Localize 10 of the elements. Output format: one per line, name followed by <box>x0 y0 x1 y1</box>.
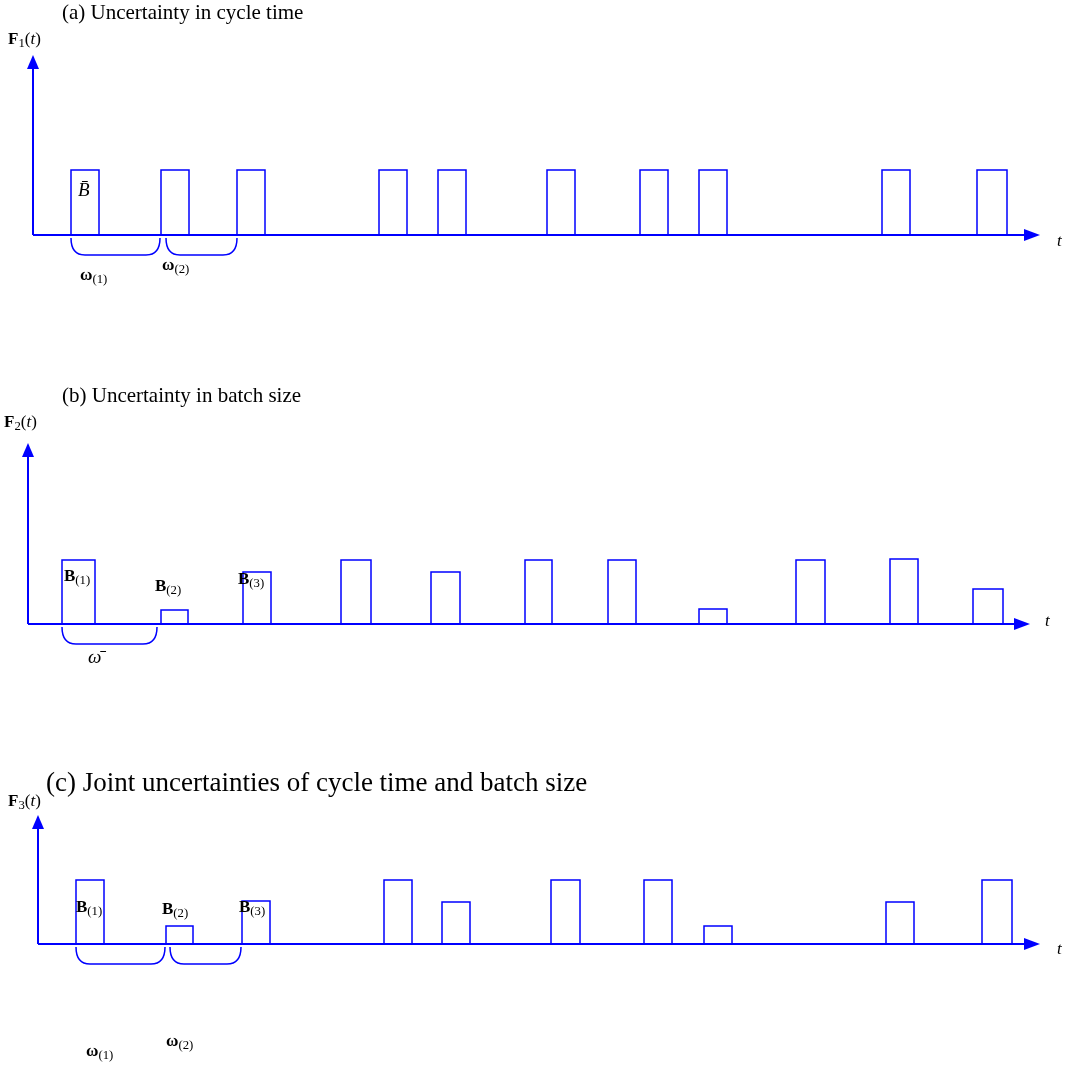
text-label: t <box>1057 940 1062 957</box>
text-label: (b) Uncertainty in batch size <box>62 385 302 406</box>
text-label: F$_{3}$(t) <box>8 792 41 809</box>
text-label: t <box>1045 612 1050 629</box>
text-label: F$_{1}$(t) <box>8 30 41 47</box>
text-label: (c) Joint uncertainties of cycle time and batch size <box>46 769 588 796</box>
text-label: F$_{2}$(t) <box>4 413 37 430</box>
text-label: t <box>1057 232 1062 249</box>
text-label: (a) Uncertainty in cycle time <box>62 2 304 23</box>
text-label: B̄ <box>78 180 90 199</box>
